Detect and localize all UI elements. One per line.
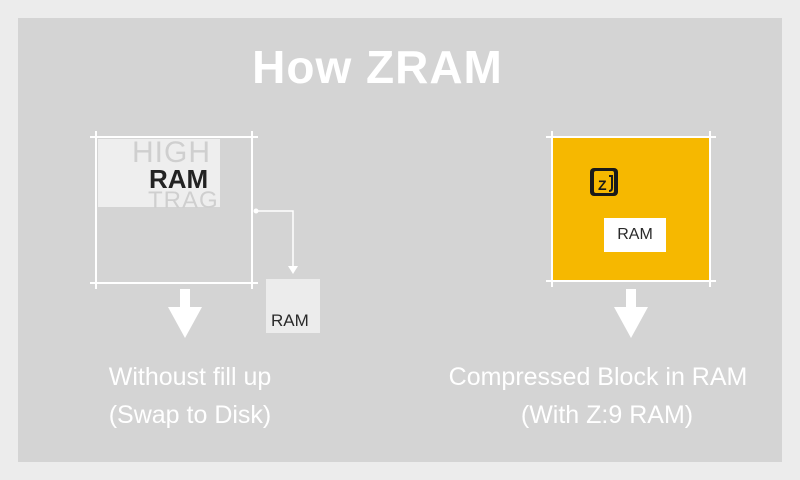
ram-label-left: RAM bbox=[149, 164, 209, 194]
ram-fill-region bbox=[98, 139, 220, 207]
ghost-text-top: HIGH bbox=[132, 136, 211, 169]
caption-right-line1: Compressed Block in RAM bbox=[448, 363, 748, 391]
ram-label-right: RAM bbox=[604, 218, 666, 252]
down-arrow-left-icon bbox=[168, 289, 202, 338]
svg-text:Z: Z bbox=[598, 177, 607, 193]
ghost-text-bottom: TRAG bbox=[148, 187, 219, 214]
caption-right: Compressed Block in RAM (With Z:9 RAM) bbox=[430, 358, 766, 434]
ram-block-left bbox=[90, 131, 258, 289]
caption-left-line1: Withoust fill up bbox=[108, 363, 272, 391]
swap-arrow bbox=[253, 208, 298, 274]
zip-file-icon: Z bbox=[590, 168, 618, 196]
caption-right-line2: (With Z:9 RAM) bbox=[520, 401, 694, 429]
down-arrow-right-icon bbox=[614, 289, 648, 338]
caption-left: Withoust fill up (Swap to Disk) bbox=[60, 358, 320, 434]
caption-left-line2: (Swap to Disk) bbox=[108, 401, 272, 429]
swap-ram-label: RAM bbox=[271, 311, 309, 330]
diagram-title: How ZRAM bbox=[252, 41, 503, 93]
swap-block bbox=[266, 279, 320, 333]
ram-block-right bbox=[546, 131, 716, 287]
